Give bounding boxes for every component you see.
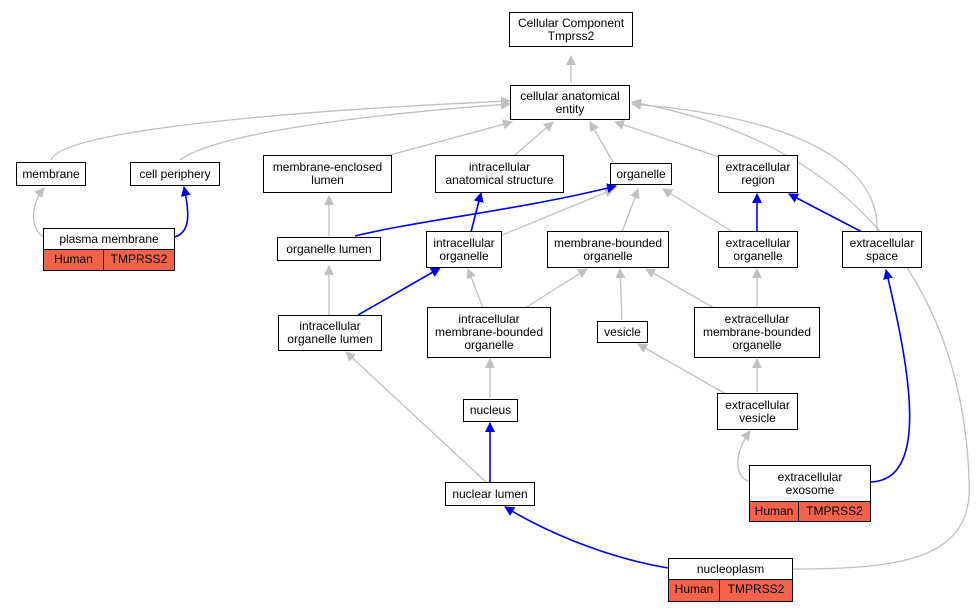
node-cellular-anatomical-entity[interactable]: cellular anatomical entity (510, 85, 630, 120)
node-label-line: membrane-bounded (434, 325, 544, 339)
node-membrane[interactable]: membrane (16, 162, 86, 186)
node-organelle[interactable]: organelle (610, 163, 672, 185)
node-label-line: extracellular (725, 397, 790, 412)
edge-nucleoplasm-to-cae (631, 98, 970, 570)
edge-nucleoplasm-to-nuclear-lumen (504, 506, 669, 569)
node-extracellular-vesicle[interactable]: extracellular vesicle (717, 393, 798, 430)
edge-nuclear-lumen-to-iol (345, 351, 487, 483)
edge-iol-to-io (357, 267, 441, 316)
node-label-line: intracellular (468, 160, 531, 174)
edge-organelle-to-cae (589, 121, 614, 163)
edge-eco-to-organelle (662, 188, 734, 233)
node-label-line: organelle lumen (286, 241, 372, 256)
edge-io-to-organelle (499, 187, 615, 237)
annotation-species: Human (43, 249, 104, 271)
edge-plasma-membrane-to-cell-periphery (174, 186, 191, 238)
node-label-line: organelle (732, 338, 782, 352)
edge-mbo-to-organelle (621, 188, 640, 233)
node-label-line: space (865, 248, 899, 263)
node-label-line: plasma membrane (59, 231, 159, 246)
edge-membrane-to-cae (50, 96, 511, 161)
node-label-line: entity (555, 101, 585, 116)
annotation-gene: TMPRSS2 (720, 579, 793, 602)
node-label-line: membrane-bounded (553, 235, 663, 250)
node-label-line: nucleoplasm (696, 561, 765, 576)
annotation-species: Human (749, 501, 799, 522)
edge-organelle-lumen-to-organelle (354, 183, 617, 237)
node-label-line: intracellular (299, 319, 361, 333)
annotation-gene: TMPRSS2 (104, 249, 175, 271)
node-label-line: anatomical structure (445, 173, 554, 187)
node-label-line: cellular anatomical (520, 88, 620, 103)
node-label-line: extracellular (725, 160, 791, 174)
edge-vesicle-to-mbo (615, 268, 626, 321)
annotation-species: Human (668, 579, 720, 602)
node-label-line: cell periphery (139, 166, 211, 181)
node-membrane-enclosed-lumen[interactable]: membrane-enclosed lumen (263, 155, 392, 193)
edge-embo-to-mbo (645, 268, 715, 309)
edge-plasma-membrane-to-membrane (32, 187, 45, 238)
edge-ecspace-to-cae (631, 99, 878, 233)
node-intracellular-organelle[interactable]: intracellular organelle (426, 231, 502, 268)
node-nucleoplasm[interactable]: nucleoplasm (668, 558, 793, 580)
node-label-line: region (741, 173, 775, 187)
edge-exosome-to-ecv (737, 430, 751, 482)
node-label-line: organelle (583, 248, 633, 263)
node-membrane-bounded-organelle[interactable]: membrane-bounded organelle (547, 231, 669, 268)
node-label-line: membrane-enclosed (272, 160, 383, 174)
node-label-line: extracellular (849, 235, 915, 250)
node-intracellular-organelle-lumen[interactable]: intracellular organelle lumen (278, 315, 382, 351)
node-label-line: exosome (785, 482, 835, 497)
node-label-line: organelle lumen (287, 332, 373, 346)
node-organelle-lumen[interactable]: organelle lumen (277, 237, 381, 261)
node-plasma-membrane[interactable]: plasma membrane (43, 228, 175, 250)
node-label-line: extracellular (725, 235, 791, 250)
edge-cell-periphery-to-cae (179, 99, 511, 161)
node-vesicle[interactable]: vesicle (597, 321, 648, 343)
node-label-line: lumen (311, 173, 344, 187)
edge-exosome-to-ecspace (870, 269, 911, 483)
node-label-line: membrane-bounded (702, 325, 812, 339)
node-label-line: membrane (22, 166, 80, 181)
node-extracellular-exosome[interactable]: extracellular exosome (749, 465, 871, 502)
node-label-line: organelle (439, 248, 489, 263)
node-label-line: extracellular (724, 312, 790, 326)
node-nucleus[interactable]: nucleus (463, 399, 518, 422)
edge-mel-to-cae (389, 119, 513, 156)
node-nuclear-lumen[interactable]: nuclear lumen (445, 482, 535, 506)
node-label-line: organelle (616, 166, 666, 181)
node-extracellular-organelle[interactable]: extracellular organelle (718, 231, 798, 268)
node-cellular-component-root[interactable]: Cellular Component Tmprss2 (509, 12, 633, 47)
node-label-line: organelle (464, 338, 514, 352)
node-extracellular-membrane-bounded-organelle[interactable]: extracellular membrane-bounded organelle (694, 307, 820, 358)
node-extracellular-space[interactable]: extracellular space (842, 231, 922, 268)
node-label-line: nucleus (469, 403, 512, 417)
node-intracellular-membrane-bounded-organelle[interactable]: intracellular membrane-bounded organelle (427, 307, 551, 358)
node-label-line: intracellular (458, 312, 520, 326)
edge-ecv-to-vesicle (637, 343, 727, 395)
node-label-line: Cellular Component (517, 15, 625, 30)
node-label-line: vesicle (739, 410, 776, 425)
edge-ecspace-to-ecr (788, 193, 863, 233)
edge-ias-to-cae (514, 121, 554, 156)
node-intracellular-anatomical-structure[interactable]: intracellular anatomical structure (435, 155, 564, 193)
node-label-line: extracellular (777, 469, 843, 484)
edge-io-to-ias (470, 192, 484, 233)
edge-imbo-to-io (466, 268, 484, 309)
annotation-gene: TMPRSS2 (799, 501, 871, 522)
edge-ecr-to-cae (614, 120, 723, 159)
node-label-line: nuclear lumen (452, 486, 528, 501)
node-label-line: Tmprss2 (547, 28, 595, 43)
node-label-line: vesicle (604, 324, 641, 339)
node-label-line: intracellular (433, 235, 495, 250)
node-extracellular-region[interactable]: extracellular region (718, 155, 798, 193)
edge-imbo-to-mbo (524, 268, 588, 309)
node-cell-periphery[interactable]: cell periphery (130, 162, 220, 186)
node-label-line: organelle (733, 248, 783, 263)
